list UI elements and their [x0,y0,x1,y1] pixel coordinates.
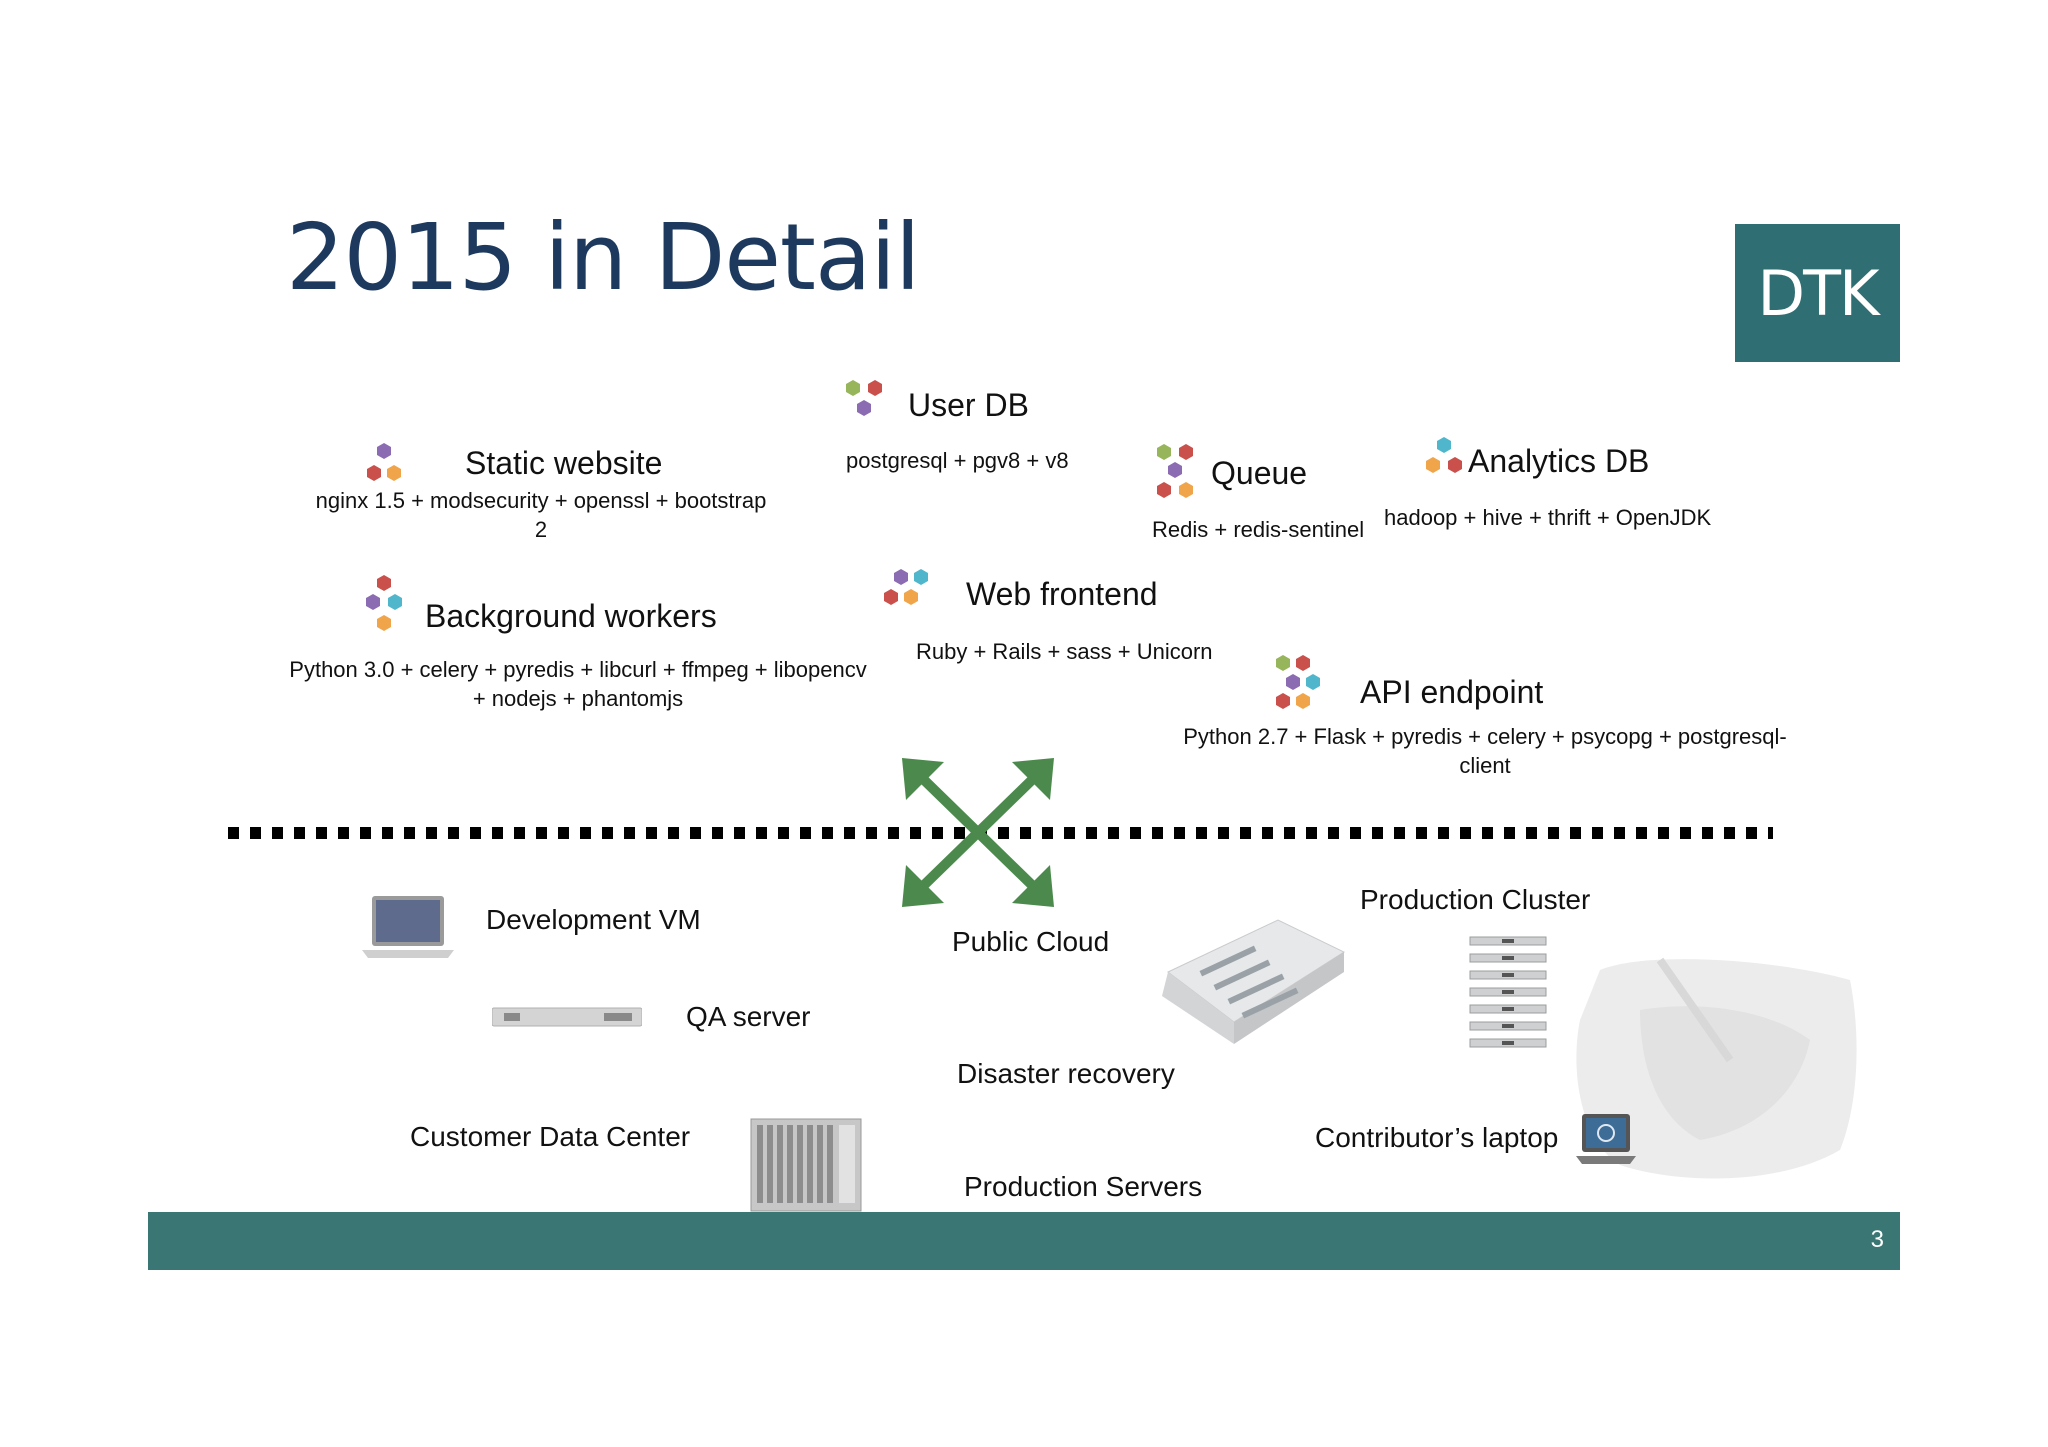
user-db-stack: postgresql + pgv8 + v8 [846,448,1069,473]
user-db-hexagon-cluster-icon [846,380,882,416]
footer-bar: 3 [148,1212,1900,1270]
four-way-arrow-icon [902,758,1054,907]
development-vm-laptop-icon [362,896,454,958]
static-website-hexagon-cluster-icon [367,443,401,481]
public-cloud-datacenter-icon [1162,919,1346,1044]
customer-data-center-blade-server-icon [750,1118,862,1212]
public-cloud-label: Public Cloud [952,926,1110,957]
user-db-name: User DB [908,387,1029,423]
dotted-divider [228,827,1773,839]
company-logo: DTK [1735,224,1900,362]
api-endpoint-stack-line1: Python 2.7 + Flask + pyredis + celery + … [1183,724,1787,749]
static-website-stack-line2: 2 [534,517,548,542]
contributors-laptop-label: Contributor’s laptop [1315,1122,1559,1153]
contributors-laptop-icon [1576,1114,1636,1164]
slide-title: 2015 in Detail [286,204,921,311]
web-frontend-hexagon-cluster-icon [884,569,928,605]
background-workers-hexagon-cluster-icon [366,575,402,631]
web-frontend-name: Web frontend [966,576,1158,612]
queue-hexagon-cluster-icon [1157,444,1193,498]
queue-name: Queue [1211,455,1308,491]
analytics-db-name: Analytics DB [1468,443,1650,479]
api-endpoint-stack: Python 2.7 + Flask + pyredis + celery + … [1168,722,1802,780]
web-frontend-stack: Ruby + Rails + sass + Unicorn [916,639,1213,664]
development-vm-label: Development VM [486,904,701,935]
static-website-stack: nginx 1.5 + modsecurity + openssl + boot… [300,486,782,544]
background-hands-figure-icon [1576,957,1857,1179]
customer-data-center-label: Customer Data Center [410,1121,691,1152]
disaster-recovery-label: Disaster recovery [957,1058,1175,1089]
production-cluster-server-stack-icon [1469,936,1547,1048]
api-endpoint-stack-line2: client [1459,753,1511,778]
background-workers-stack: Python 3.0 + celery + pyredis + libcurl … [270,655,886,713]
background-workers-stack-line1: Python 3.0 + celery + pyredis + libcurl … [289,657,867,682]
qa-server-label: QA server [686,1001,811,1032]
production-cluster-label: Production Cluster [1360,884,1591,915]
api-endpoint-hexagon-cluster-icon [1276,655,1320,709]
static-website-name: Static website [465,445,663,481]
production-servers-label: Production Servers [964,1171,1203,1202]
analytics-db-stack: hadoop + hive + thrift + OpenJDK [1384,505,1712,530]
qa-server-rack-server-icon [492,1007,642,1027]
page-number: 3 [1870,1226,1884,1253]
api-endpoint-name: API endpoint [1360,674,1544,710]
background-workers-name: Background workers [425,598,717,634]
queue-stack: Redis + redis-sentinel [1152,517,1365,542]
analytics-db-hexagon-cluster-icon [1426,437,1462,473]
background-workers-stack-line2: + nodejs + phantomjs [472,686,684,711]
static-website-stack-line1: nginx 1.5 + modsecurity + openssl + boot… [315,488,767,513]
